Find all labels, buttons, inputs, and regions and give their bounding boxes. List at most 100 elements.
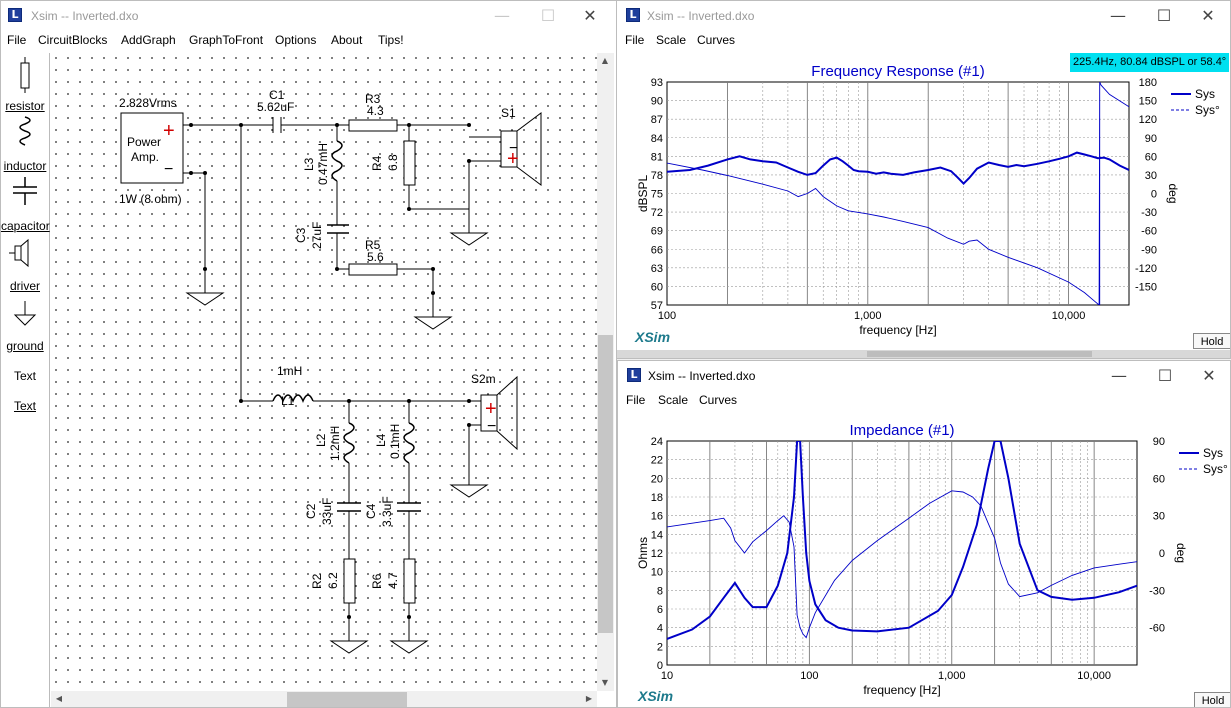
resistor-r3[interactable] [348, 119, 398, 132]
menu-scale[interactable]: Scale [658, 393, 689, 407]
c2-name: C2 [304, 503, 318, 519]
palette-capacitor-label[interactable]: capacitor [1, 219, 50, 233]
palette-ground-label[interactable]: ground [6, 339, 44, 353]
frequency-response-chart[interactable]: 57606366697275788184879093-150-120-90-60… [617, 51, 1230, 350]
menu-tips[interactable]: Tips! [378, 33, 404, 47]
freq-titlebar[interactable]: L Xsim -- Inverted.dxo — ☐ ✕ [617, 1, 1230, 31]
minimize-button[interactable]: — [1111, 366, 1127, 385]
freq-splitter[interactable] [617, 350, 1230, 358]
resistor-icon[interactable] [20, 57, 30, 93]
scroll-up-button[interactable]: ▲ [597, 53, 613, 69]
scroll-right-button[interactable]: ▶ [581, 691, 597, 707]
menu-file[interactable]: File [626, 393, 646, 407]
c2-value: 33uF [320, 498, 334, 525]
ground-s2[interactable] [449, 484, 489, 498]
menu-circuitblocks[interactable]: CircuitBlocks [38, 33, 108, 47]
horizontal-scroll-thumb[interactable] [287, 692, 407, 707]
inductor-icon[interactable] [19, 116, 31, 146]
x-axis-label: frequency [Hz] [859, 323, 936, 337]
r4-name: R4 [370, 155, 384, 171]
close-button[interactable]: ✕ [1202, 366, 1216, 385]
driver-icon[interactable] [9, 238, 29, 268]
menu-graphtofront[interactable]: GraphToFront [189, 33, 264, 47]
minimize-button[interactable]: — [494, 6, 510, 25]
inductor-l2[interactable] [343, 422, 355, 464]
l1-name: L1 [281, 394, 295, 408]
speaker-s1[interactable] [500, 112, 542, 186]
maximize-button[interactable]: ☐ [540, 6, 556, 25]
inductor-l1[interactable] [272, 394, 314, 403]
palette-inductor-label[interactable]: inductor [3, 159, 47, 173]
menu-scale[interactable]: Scale [656, 33, 687, 47]
schematic-menubar: File CircuitBlocks AddGraph GraphToFront… [1, 31, 616, 51]
s2-plus: + [485, 398, 497, 420]
palette-driver-label[interactable]: driver [9, 279, 40, 293]
menu-addgraph[interactable]: AddGraph [121, 33, 176, 47]
menu-options[interactable]: Options [275, 33, 317, 47]
schematic-canvas[interactable]: + − − + + − 2.828Vrms Power Amp. 1W (8 o… [51, 53, 597, 691]
legend-label-sys-phase: Sys° [1195, 103, 1220, 117]
ground-s1[interactable] [449, 232, 489, 246]
resistor-r4[interactable] [403, 140, 416, 186]
menu-about[interactable]: About [331, 33, 363, 47]
menu-file[interactable]: File [7, 33, 27, 47]
hold-button[interactable]: Hold [1193, 333, 1230, 349]
resistor-r2[interactable] [343, 558, 356, 604]
inductor-l3[interactable] [331, 140, 343, 182]
close-button[interactable]: ✕ [1201, 6, 1215, 25]
imp-titlebar[interactable]: L Xsim -- Inverted.dxo — ☐ ✕ [618, 361, 1230, 391]
x-tick-label: 100 [800, 670, 818, 682]
palette-text-label[interactable]: Text [13, 399, 36, 413]
scroll-left-button[interactable]: ◀ [51, 691, 67, 707]
vertical-scroll-thumb[interactable] [598, 335, 613, 633]
close-button[interactable]: ✕ [583, 6, 597, 25]
y2-tick-label: 0 [1151, 189, 1157, 201]
y-tick-label: 12 [651, 548, 663, 560]
scroll-down-button[interactable]: ▼ [597, 675, 613, 691]
resistor-r5[interactable] [348, 263, 398, 276]
ground-r6[interactable] [389, 640, 429, 654]
r3-value: 4.3 [367, 104, 384, 118]
r3-name: R3 [365, 92, 381, 106]
component-palette: resistor inductor capacitor driver groun… [1, 53, 50, 707]
schematic-window: L Xsim -- Inverted.dxo — ☐ ✕ File Circui… [0, 0, 617, 708]
menu-file[interactable]: File [625, 33, 645, 47]
splitter-thumb[interactable] [867, 351, 1092, 357]
l4-value: 0.1mH [388, 424, 402, 459]
legend-label-sys: Sys [1203, 446, 1223, 460]
y-tick-label: 24 [651, 436, 663, 448]
menu-curves[interactable]: Curves [699, 393, 738, 407]
y2-tick-label: 90 [1153, 436, 1165, 448]
hold-button[interactable]: Hold [1194, 692, 1230, 707]
resistor-r6[interactable] [403, 558, 416, 604]
schematic-titlebar[interactable]: L Xsim -- Inverted.dxo — ☐ ✕ [1, 1, 616, 31]
ground-amp[interactable] [185, 292, 225, 306]
inductor-l4[interactable] [403, 422, 415, 464]
vertical-scrollbar[interactable]: ▲ ▼ [597, 53, 614, 691]
ground-r5[interactable] [413, 316, 453, 330]
c1-value: 5.62uF [257, 100, 294, 114]
speaker-s2[interactable] [480, 375, 518, 451]
circuit-svg: + − − + + − 2.828Vrms Power Amp. 1W (8 o… [119, 88, 542, 654]
capacitor-icon[interactable] [13, 177, 37, 205]
power-amp-block[interactable] [120, 112, 184, 184]
plot-frame [666, 440, 1138, 666]
legend-label-sys: Sys [1195, 87, 1215, 101]
menu-curves[interactable]: Curves [697, 33, 736, 47]
minimize-button[interactable]: — [1110, 6, 1126, 25]
frequency-response-window: L Xsim -- Inverted.dxo — ☐ ✕ File Scale … [616, 0, 1231, 359]
maximize-button[interactable]: ☐ [1157, 366, 1173, 385]
maximize-button[interactable]: ☐ [1156, 6, 1172, 25]
window-title: Xsim -- Inverted.dxo [31, 9, 139, 23]
x-tick-label: 10,000 [1077, 670, 1111, 682]
ground-r2[interactable] [329, 640, 369, 654]
horizontal-scrollbar[interactable]: ◀ ▶ [51, 691, 597, 707]
ground-icon[interactable] [13, 301, 37, 326]
y-tick-label: 16 [651, 511, 663, 523]
palette-text-tool[interactable]: Text [13, 369, 36, 383]
palette-resistor-label[interactable]: resistor [5, 99, 45, 113]
y2-tick-label: -60 [1141, 226, 1157, 238]
